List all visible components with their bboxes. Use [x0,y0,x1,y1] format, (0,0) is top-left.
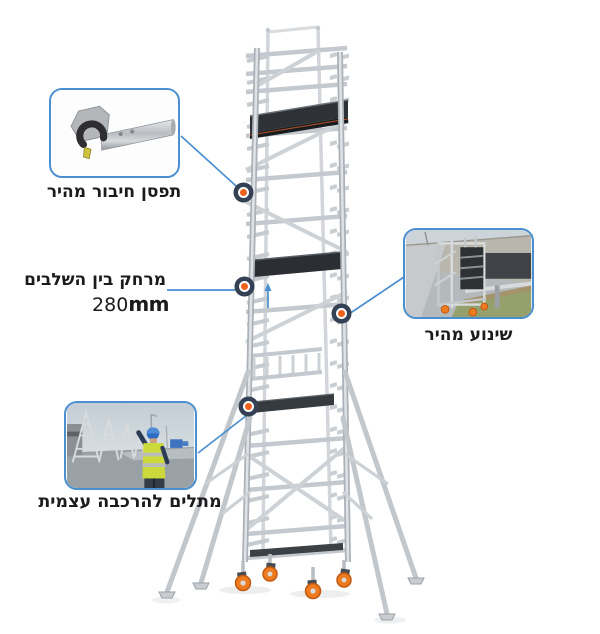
self-assembly-photo [66,403,195,488]
clamp-marker-icon [238,187,249,198]
self-assembly-label: מתלים להרכבה עצמית [38,492,222,512]
rung-spacing-marker-icon [239,281,250,292]
rung-spacing-label: מרחק בין השלבים [24,270,166,290]
clamp-photo [51,90,178,176]
self-assembly-callout-card [64,401,197,490]
rung-spacing-number: 280 [92,294,129,316]
clamp-label: תפסן חיבור מהיר [46,182,182,202]
transport-photo [405,230,532,317]
transport-callout-card [403,228,534,319]
clamp-callout-card [49,88,180,178]
transport-marker-icon [336,308,347,319]
rung-spacing-value: 280mm [92,292,169,316]
transport-label: שינוע מהיר [424,325,513,345]
scaffold-tower-illustration [152,25,425,624]
caster-wheels [234,554,352,600]
self-assembly-marker-icon [243,401,254,412]
rung-spacing-unit: mm [128,292,169,316]
